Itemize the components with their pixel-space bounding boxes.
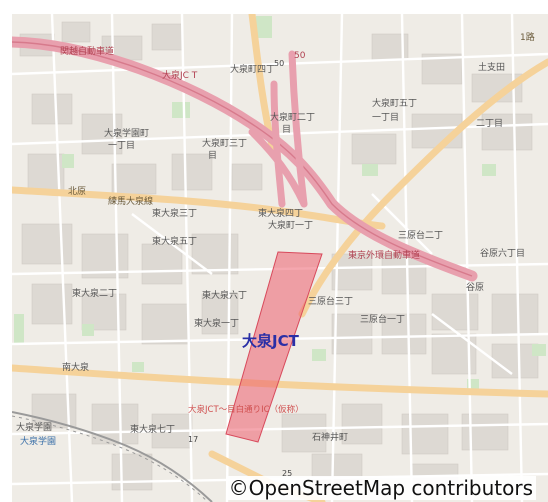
route-shield: 25 (282, 469, 293, 478)
map-graphic (12, 14, 548, 502)
area-label: 大泉町三丁 (202, 139, 248, 149)
area-label: 東大泉四丁 (258, 209, 304, 219)
park-areas (14, 16, 546, 391)
planned-section-highlight (225, 251, 323, 443)
area-label: 一丁目 (372, 113, 400, 123)
area-label: 東大泉六丁 (202, 291, 248, 301)
area-label: 東大泉二丁 (72, 289, 118, 299)
railway (12, 411, 213, 502)
area-label: 目 (282, 125, 292, 135)
area-label: 三原台一丁 (360, 315, 406, 325)
expressway-label-right: 東京外環自動車道 (348, 251, 421, 261)
map-canvas[interactable]: 関越自動車道 東京外環自動車道 大泉JC T 50 北原 1路 練馬大泉線 大泉… (12, 14, 548, 502)
map-attribution[interactable]: ©OpenStreetMap contributors (225, 476, 536, 500)
area-label: 東大泉五丁 (152, 237, 198, 247)
railway-ties (12, 415, 209, 502)
area-label: 三原台三丁 (308, 297, 354, 307)
area-label: 南大泉 (62, 363, 90, 373)
area-label: 東大泉七丁 (130, 425, 176, 435)
route-shield: 17 (188, 435, 199, 444)
jct-ramps (248, 50, 308, 208)
area-label: 大泉町二丁 (270, 113, 316, 123)
road-label-mid: 練馬大泉線 (108, 197, 154, 207)
area-label: 目 (208, 151, 218, 161)
road-label-kitahara: 北原 (68, 187, 87, 197)
area-label: 大泉町五丁 (372, 99, 418, 109)
area-label: 東大泉三丁 (152, 209, 198, 219)
station-label[interactable]: 大泉学園 (20, 437, 57, 447)
highlight-label[interactable]: 大泉JCT (242, 332, 299, 350)
area-label: 土支田 (478, 63, 506, 73)
area-label: 一丁目 (108, 141, 136, 151)
expressway-center (12, 41, 473, 277)
area-label: 谷原六丁目 (480, 249, 526, 259)
area-label: 三原台二丁 (398, 231, 444, 241)
area-label: 二丁目 (476, 119, 504, 129)
area-label: 大泉学園 (16, 423, 53, 433)
route-shield: 50 (274, 59, 285, 68)
area-label: 谷原 (466, 283, 485, 293)
ic-label: 大泉JC T (162, 71, 198, 81)
route-number-label: 50 (294, 51, 306, 61)
road-label-route: 1路 (520, 33, 535, 43)
area-label: 大泉町一丁 (268, 221, 314, 231)
area-label: 大泉町四丁 (230, 65, 276, 75)
area-label: 東大泉一丁 (194, 319, 240, 329)
expressway-label: 関越自動車道 (60, 47, 115, 57)
area-label: 大泉学園町 (104, 129, 150, 139)
area-label: 石神井町 (312, 433, 349, 443)
planned-section-note: 大泉JCT～目白通りIC（仮称） (188, 405, 304, 415)
